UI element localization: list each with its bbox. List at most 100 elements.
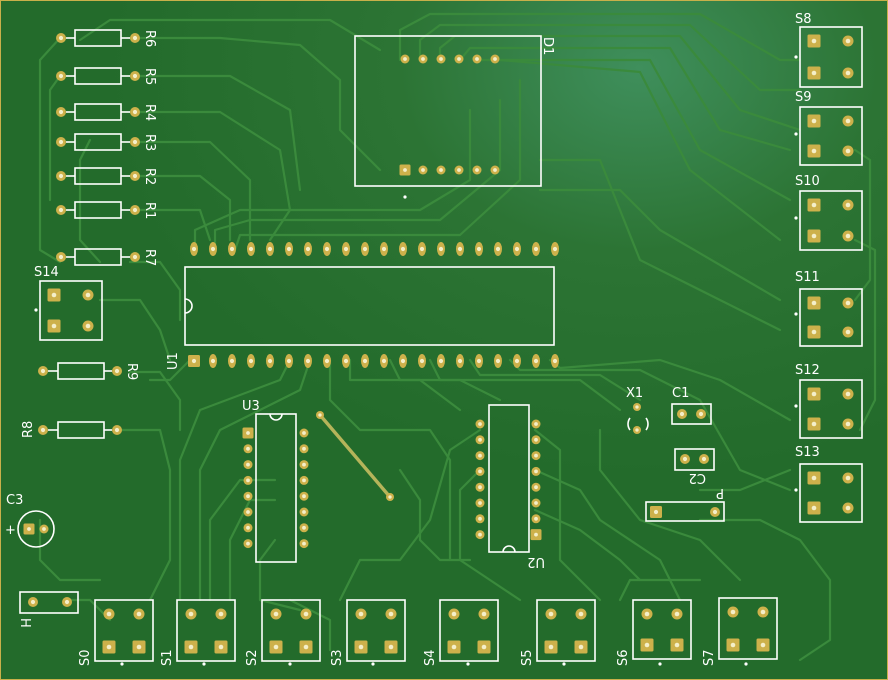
pad-hole (246, 510, 250, 514)
pad-hole (682, 456, 688, 462)
s8-outline (799, 26, 863, 88)
pad-hole (302, 446, 306, 451)
pad-hole (451, 644, 457, 650)
label-r8: R8 (21, 421, 36, 438)
pad-hole (85, 323, 91, 329)
pad-hole (58, 73, 64, 79)
pad-hole (302, 462, 306, 467)
pad-hole (58, 207, 64, 213)
pad-hole (644, 611, 650, 617)
pad-hole (514, 246, 520, 252)
pad-hole (188, 644, 194, 650)
pad-hole (478, 485, 482, 490)
pad-hole (419, 358, 425, 364)
s5-outline (536, 599, 596, 662)
label-u1: U1 (166, 352, 181, 370)
pad-hole (358, 644, 364, 650)
s14-outline (39, 280, 103, 341)
pad-hole (478, 422, 482, 426)
pad-hole (760, 642, 766, 648)
pad-hole (136, 611, 142, 617)
s1-outline (176, 599, 236, 662)
label-s14: S14 (34, 265, 59, 280)
pad-hole (845, 233, 851, 239)
pad-hole (548, 611, 554, 617)
label-r9: R9 (124, 363, 139, 380)
pad-hole (811, 233, 817, 239)
label-s7: S7 (702, 649, 717, 666)
pad-hole (267, 358, 273, 364)
pad-hole (400, 246, 406, 252)
pad-hole (302, 431, 306, 435)
pad-hole (302, 541, 306, 546)
pad-hole (845, 391, 851, 397)
pad-hole (324, 358, 330, 364)
pad-hole (132, 207, 138, 213)
pad-hole (811, 148, 817, 154)
s2-outline (261, 599, 321, 662)
label-s2: S2 (245, 649, 260, 666)
pad-hole (58, 254, 64, 260)
label-r1: R1 (142, 202, 157, 219)
pad-hole (286, 358, 292, 364)
pad-hole (132, 35, 138, 41)
s12-outline (799, 379, 863, 439)
pad-hole (246, 446, 250, 451)
pad-hole (845, 300, 851, 306)
pad-hole (635, 428, 639, 432)
s11-outline (799, 288, 863, 347)
pad-hole (578, 611, 584, 617)
pad-hole (533, 358, 539, 364)
s7-outline (718, 597, 778, 660)
pad-hole (701, 456, 707, 462)
pad-hole (514, 358, 520, 364)
pad-hole (845, 475, 851, 481)
pad-hole (481, 611, 487, 617)
pad-hole (419, 246, 425, 252)
pad-hole (845, 38, 851, 44)
pad-hole (811, 329, 817, 335)
pad-hole (343, 246, 349, 252)
pad-hole (476, 358, 482, 364)
s4-outline (439, 599, 499, 662)
pad-hole (845, 421, 851, 427)
s10-outline (799, 190, 863, 251)
label-h: H (17, 618, 32, 628)
pad-hole (40, 368, 46, 374)
c1-outline (671, 403, 712, 425)
pad-hole (218, 611, 224, 617)
pad-hole (457, 168, 461, 172)
h-outline (19, 591, 79, 614)
label-s11: S11 (795, 270, 820, 285)
pad-hole (478, 532, 482, 537)
pad-hole (229, 358, 235, 364)
pad-hole (534, 422, 538, 426)
pad-hole (27, 527, 31, 531)
pad-hole (246, 525, 250, 530)
label-s6: S6 (616, 649, 631, 666)
solder-pads (23, 33, 854, 654)
pad-hole (421, 168, 425, 172)
pad-hole (218, 644, 224, 650)
pad-hole (106, 644, 112, 650)
pad-hole (246, 462, 250, 467)
pad-hole (191, 358, 197, 364)
pad-hole (534, 532, 538, 537)
pad-hole (388, 611, 394, 617)
pad-hole (493, 168, 497, 172)
pad-hole (273, 611, 279, 617)
pad-hole (811, 391, 817, 397)
pad-hole (229, 246, 235, 252)
pad-hole (674, 611, 680, 617)
c2-outline (674, 448, 715, 471)
pad-hole (324, 246, 330, 252)
p-outline (645, 501, 725, 522)
label-x1: X1 (626, 386, 643, 401)
d1-outline (354, 35, 542, 187)
pad-hole (246, 478, 250, 483)
u1-outline (184, 266, 555, 346)
pad-hole (362, 358, 368, 364)
u2-outline (488, 404, 530, 553)
